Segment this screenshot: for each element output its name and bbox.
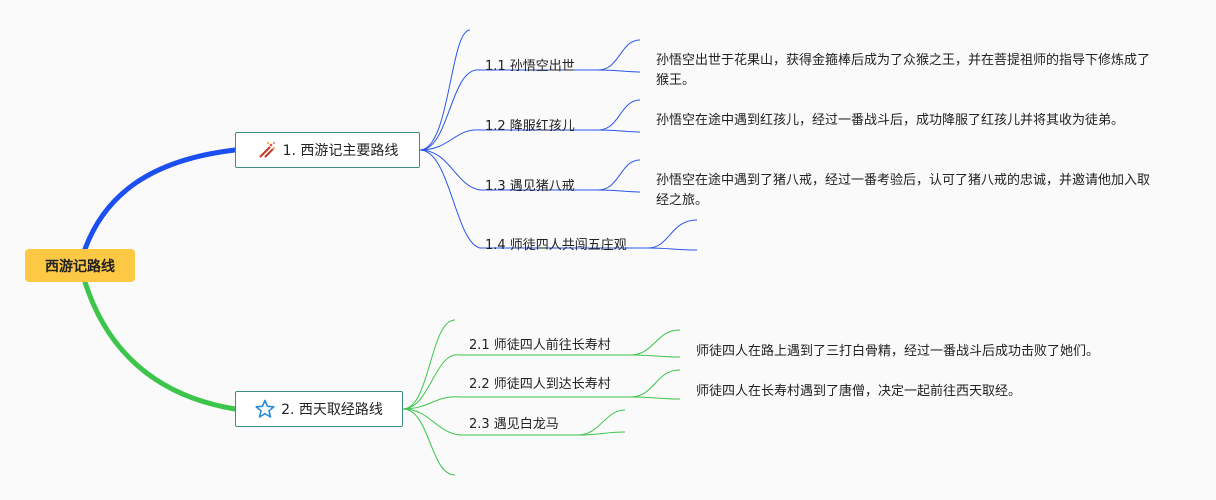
branch-node-1[interactable]: 1. 西游记主要路线 bbox=[235, 132, 420, 168]
topic-label: 2.1 师徒四人前往长寿村 bbox=[469, 338, 611, 353]
topic-label: 2.3 遇见白龙马 bbox=[469, 417, 559, 432]
star-outline-icon bbox=[255, 399, 275, 419]
fireworks-icon bbox=[257, 140, 277, 160]
root-node-label: 西游记路线 bbox=[45, 258, 115, 275]
topic-node[interactable]: 1.2 降服红孩儿 bbox=[485, 118, 575, 136]
topic-detail-text: 孙悟空出世于花果山，获得金箍棒后成为了众猴之王，并在菩提祖师的指导下修炼成了猴王… bbox=[656, 53, 1151, 88]
topic-detail-text: 师徒四人在路上遇到了三打白骨精，经过一番战斗后成功击败了她们。 bbox=[696, 344, 1100, 359]
topic-detail: 师徒四人在路上遇到了三打白骨精，经过一番战斗后成功击败了她们。 bbox=[696, 342, 1156, 362]
root-connector-1 bbox=[82, 147, 238, 252]
topic-node[interactable]: 1.1 孙悟空出世 bbox=[485, 58, 575, 76]
topic-node[interactable]: 2.3 遇见白龙马 bbox=[469, 416, 559, 434]
topic-node[interactable]: 2.1 师徒四人前往长寿村 bbox=[469, 337, 611, 355]
topic-node[interactable]: 1.4 师徒四人共闯五庄观 bbox=[485, 237, 627, 255]
topic-label: 1.2 降服红孩儿 bbox=[485, 119, 575, 134]
topic-detail: 孙悟空出世于花果山，获得金箍棒后成为了众猴之王，并在菩提祖师的指导下修炼成了猴王… bbox=[656, 51, 1156, 91]
topic-detail-connectors-1 bbox=[597, 39, 698, 251]
topic-label: 1.3 遇见猪八戒 bbox=[485, 179, 575, 194]
root-connector-2 bbox=[82, 279, 238, 412]
topic-detail: 孙悟空在途中遇到红孩儿，经过一番战斗后，成功降服了红孩儿并将其收为徒弟。 bbox=[656, 111, 1156, 131]
topic-label: 2.2 师徒四人到达长寿村 bbox=[469, 377, 611, 392]
branch-node-2-label: 2. 西天取经路线 bbox=[281, 402, 383, 418]
topic-node[interactable]: 1.3 遇见猪八戒 bbox=[485, 178, 575, 196]
topic-detail-text: 孙悟空在途中遇到红孩儿，经过一番战斗后，成功降服了红孩儿并将其收为徒弟。 bbox=[656, 113, 1125, 128]
topic-detail: 孙悟空在途中遇到了猪八戒，经过一番考验后，认可了猪八戒的忠诚，并邀请他加入取经之… bbox=[656, 171, 1156, 211]
topic-detail: 师徒四人在长寿村遇到了唐僧，决定一起前往西天取经。 bbox=[696, 382, 1156, 402]
topic-detail-text: 孙悟空在途中遇到了猪八戒，经过一番考验后，认可了猪八戒的忠诚，并邀请他加入取经之… bbox=[656, 173, 1151, 208]
root-node[interactable]: 西游记路线 bbox=[25, 249, 135, 282]
topic-node[interactable]: 2.2 师徒四人到达长寿村 bbox=[469, 376, 611, 394]
topic-label: 1.4 师徒四人共闯五庄观 bbox=[485, 238, 627, 253]
branch-node-2[interactable]: 2. 西天取经路线 bbox=[235, 391, 403, 427]
branch-1-fan bbox=[419, 29, 648, 249]
branch-2-fan bbox=[402, 319, 630, 476]
topic-detail-text: 师徒四人在长寿村遇到了唐僧，决定一起前往西天取经。 bbox=[696, 384, 1022, 399]
topic-detail-connectors-2 bbox=[577, 329, 681, 436]
branch-node-1-label: 1. 西游记主要路线 bbox=[282, 143, 399, 159]
topic-label: 1.1 孙悟空出世 bbox=[485, 59, 575, 74]
